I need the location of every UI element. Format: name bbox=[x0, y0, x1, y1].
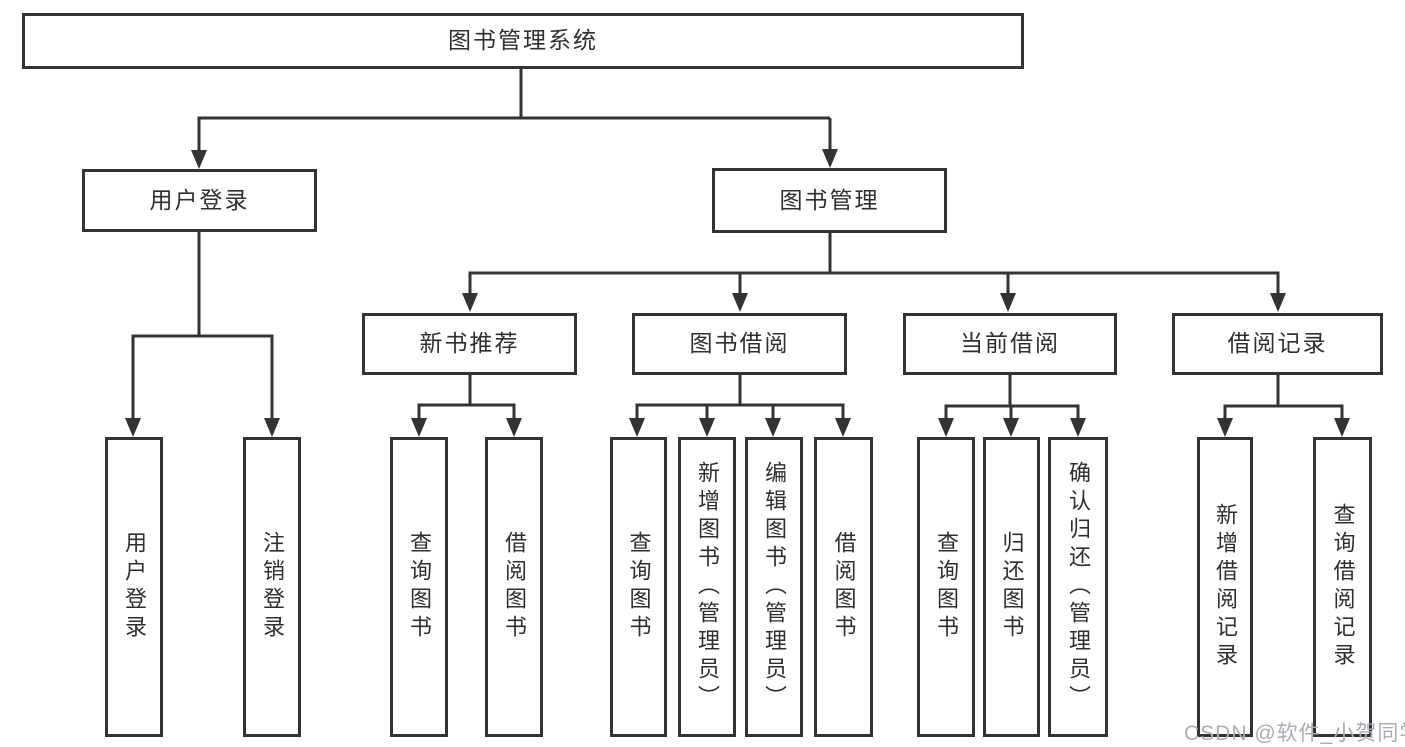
leaf-confirm-return-admin: 确认归还（管理员） bbox=[1048, 437, 1108, 737]
root-node-library-system: 图书管理系统 bbox=[22, 13, 1024, 69]
leaf-borrow-book-2: 借阅图书 bbox=[814, 437, 873, 737]
arrowheads-user-login-leaves bbox=[125, 418, 280, 437]
leaf-add-borrow-record: 新增借阅记录 bbox=[1197, 437, 1253, 737]
connector-root-to-level2 bbox=[197, 68, 832, 152]
node-user-login: 用户登录 bbox=[82, 169, 317, 232]
leaf-query-borrow-record: 查询借阅记录 bbox=[1313, 437, 1372, 737]
leaf-query-book-1: 查询图书 bbox=[390, 437, 448, 737]
connector-user-login-branch bbox=[131, 232, 274, 420]
node-book-management: 图书管理 bbox=[712, 168, 947, 233]
node-book-borrow: 图书借阅 bbox=[632, 313, 847, 375]
node-current-borrow: 当前借阅 bbox=[903, 313, 1117, 375]
leaf-query-book-2: 查询图书 bbox=[610, 437, 667, 737]
node-borrow-record: 借阅记录 bbox=[1172, 313, 1383, 375]
arrowheads-level2 bbox=[191, 149, 838, 169]
leaf-user-login: 用户登录 bbox=[105, 437, 163, 737]
leaf-add-book-admin: 新增图书（管理员） bbox=[678, 437, 736, 737]
leaf-query-book-3: 查询图书 bbox=[917, 437, 975, 737]
arrowheads-borrow-record-leaves bbox=[1217, 418, 1350, 437]
connector-book-borrow-branch bbox=[635, 375, 845, 420]
connector-current-borrow-branch bbox=[944, 375, 1080, 420]
leaf-borrow-book-1: 借阅图书 bbox=[485, 437, 543, 737]
node-new-book-recommend: 新书推荐 bbox=[362, 313, 577, 375]
arrowheads-level3 bbox=[462, 293, 1286, 312]
arrowheads-book-borrow-leaves bbox=[629, 418, 851, 437]
leaf-edit-book-admin: 编辑图书（管理员） bbox=[745, 437, 803, 737]
connector-new-book-branch bbox=[417, 375, 516, 420]
connector-book-mgmt-branch bbox=[468, 233, 1280, 295]
arrowheads-new-book-leaves bbox=[411, 418, 522, 437]
leaf-return-book: 归还图书 bbox=[983, 437, 1040, 737]
csdn-watermark: CSDN @软件_小贺同学 bbox=[1184, 722, 1405, 745]
leaf-logout: 注销登录 bbox=[243, 437, 301, 737]
arrowheads-current-borrow-leaves bbox=[938, 418, 1086, 437]
connector-borrow-record-branch bbox=[1223, 375, 1344, 420]
